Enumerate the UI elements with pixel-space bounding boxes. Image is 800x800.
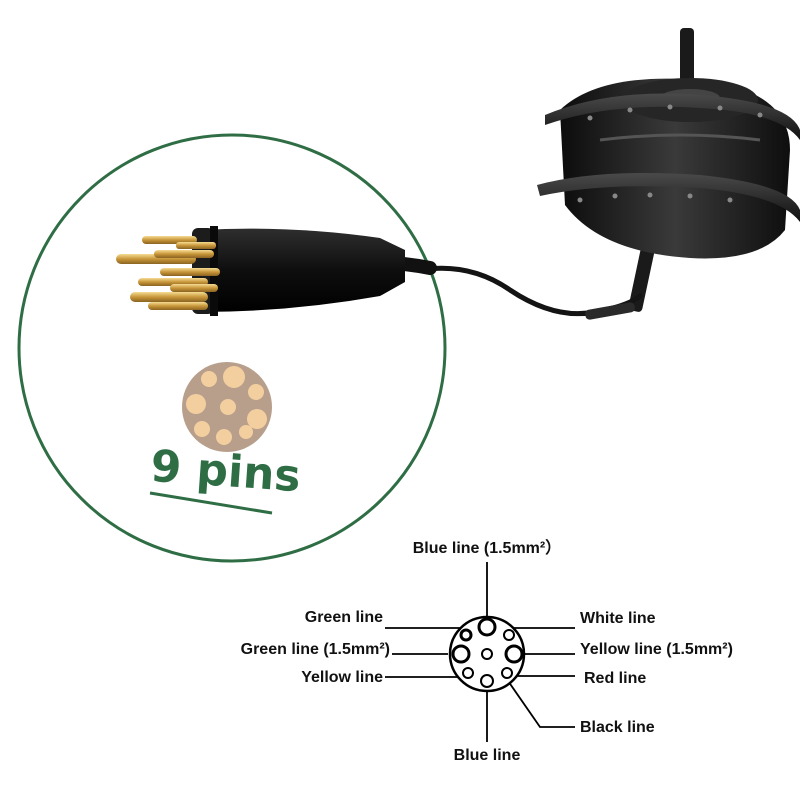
label-top-blue: Blue line (1.5mm²） bbox=[413, 539, 561, 557]
9-pin-connector-icon bbox=[116, 226, 437, 316]
cable-joint bbox=[585, 302, 635, 320]
hub-motor-icon bbox=[537, 28, 800, 312]
label-bottom-blue: Blue line bbox=[454, 747, 521, 764]
connector-outline bbox=[448, 615, 526, 693]
label-green-thick: Green line (1.5mm²) bbox=[241, 641, 390, 658]
label-yellow-thick: Yellow line (1.5mm²) bbox=[580, 641, 733, 658]
label-green: Green line bbox=[305, 609, 383, 626]
label-white: White line bbox=[580, 610, 656, 627]
label-red: Red line bbox=[584, 670, 646, 687]
pins-caption-underline bbox=[149, 491, 273, 515]
label-black: Black line bbox=[580, 719, 655, 736]
label-yellow: Yellow line bbox=[301, 669, 383, 686]
pins-caption: 9 pins bbox=[149, 441, 302, 502]
pin-face-icon bbox=[182, 362, 272, 452]
wiring-diagram: Blue line (1.5mm²） Green line Green line… bbox=[241, 539, 733, 764]
